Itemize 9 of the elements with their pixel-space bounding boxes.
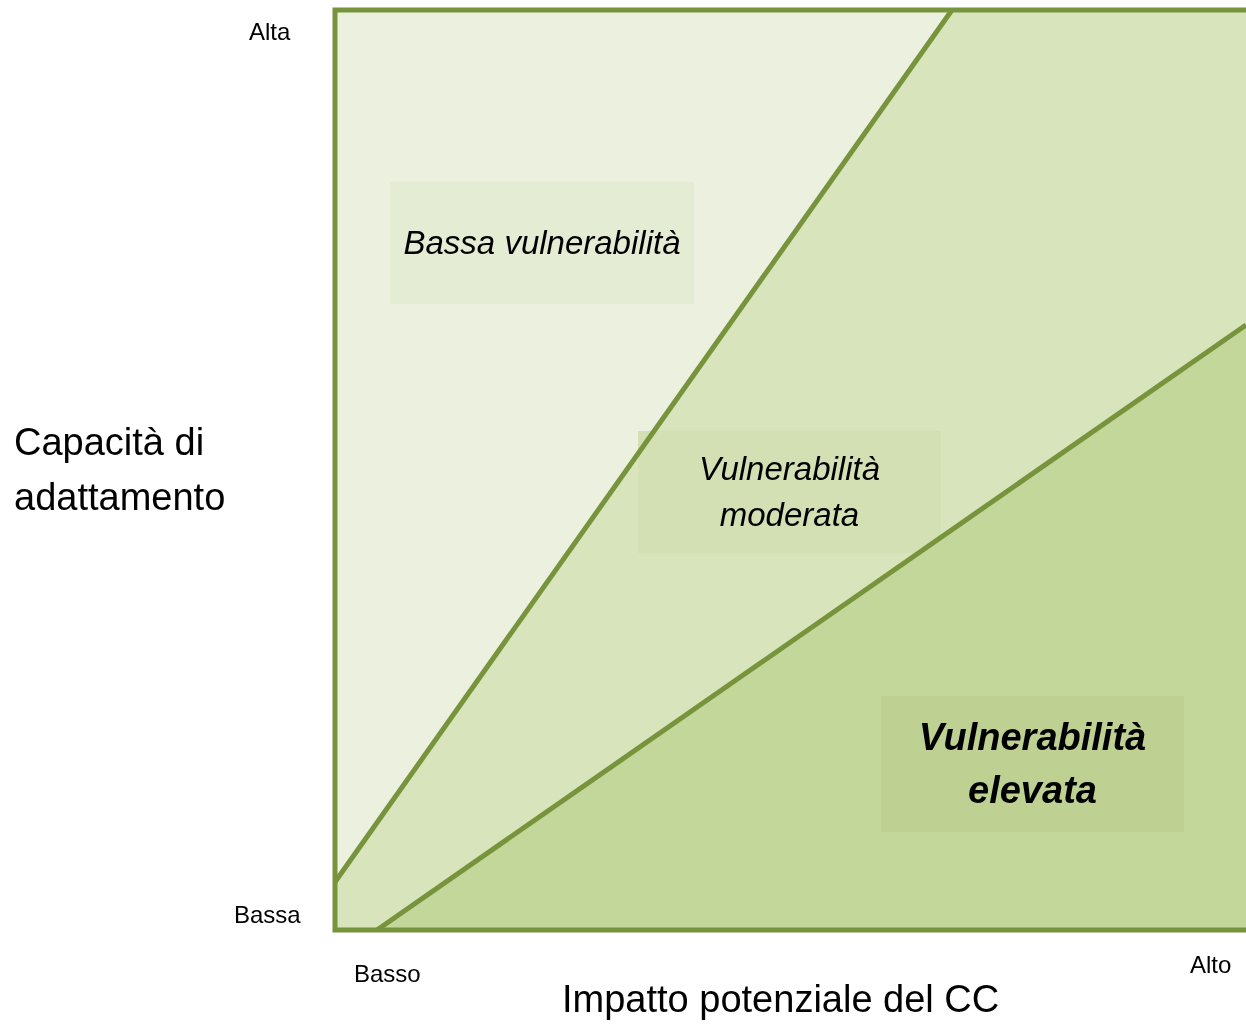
axis-title: Impatto potenziale del CC: [562, 978, 1000, 1021]
axis-title: Capacità di adattamento: [14, 420, 227, 521]
axis-tick-label: Basso: [354, 960, 421, 988]
region-label: Vulnerabilità elevata: [881, 696, 1184, 832]
axis-tick-label: Bassa: [234, 901, 301, 929]
axis-tick-label: Alta: [249, 18, 291, 46]
region-label: Bassa vulnerabilità: [390, 182, 694, 304]
region-label: Vulnerabilità moderata: [638, 431, 941, 553]
axis-tick-label: Alto: [1190, 951, 1232, 979]
